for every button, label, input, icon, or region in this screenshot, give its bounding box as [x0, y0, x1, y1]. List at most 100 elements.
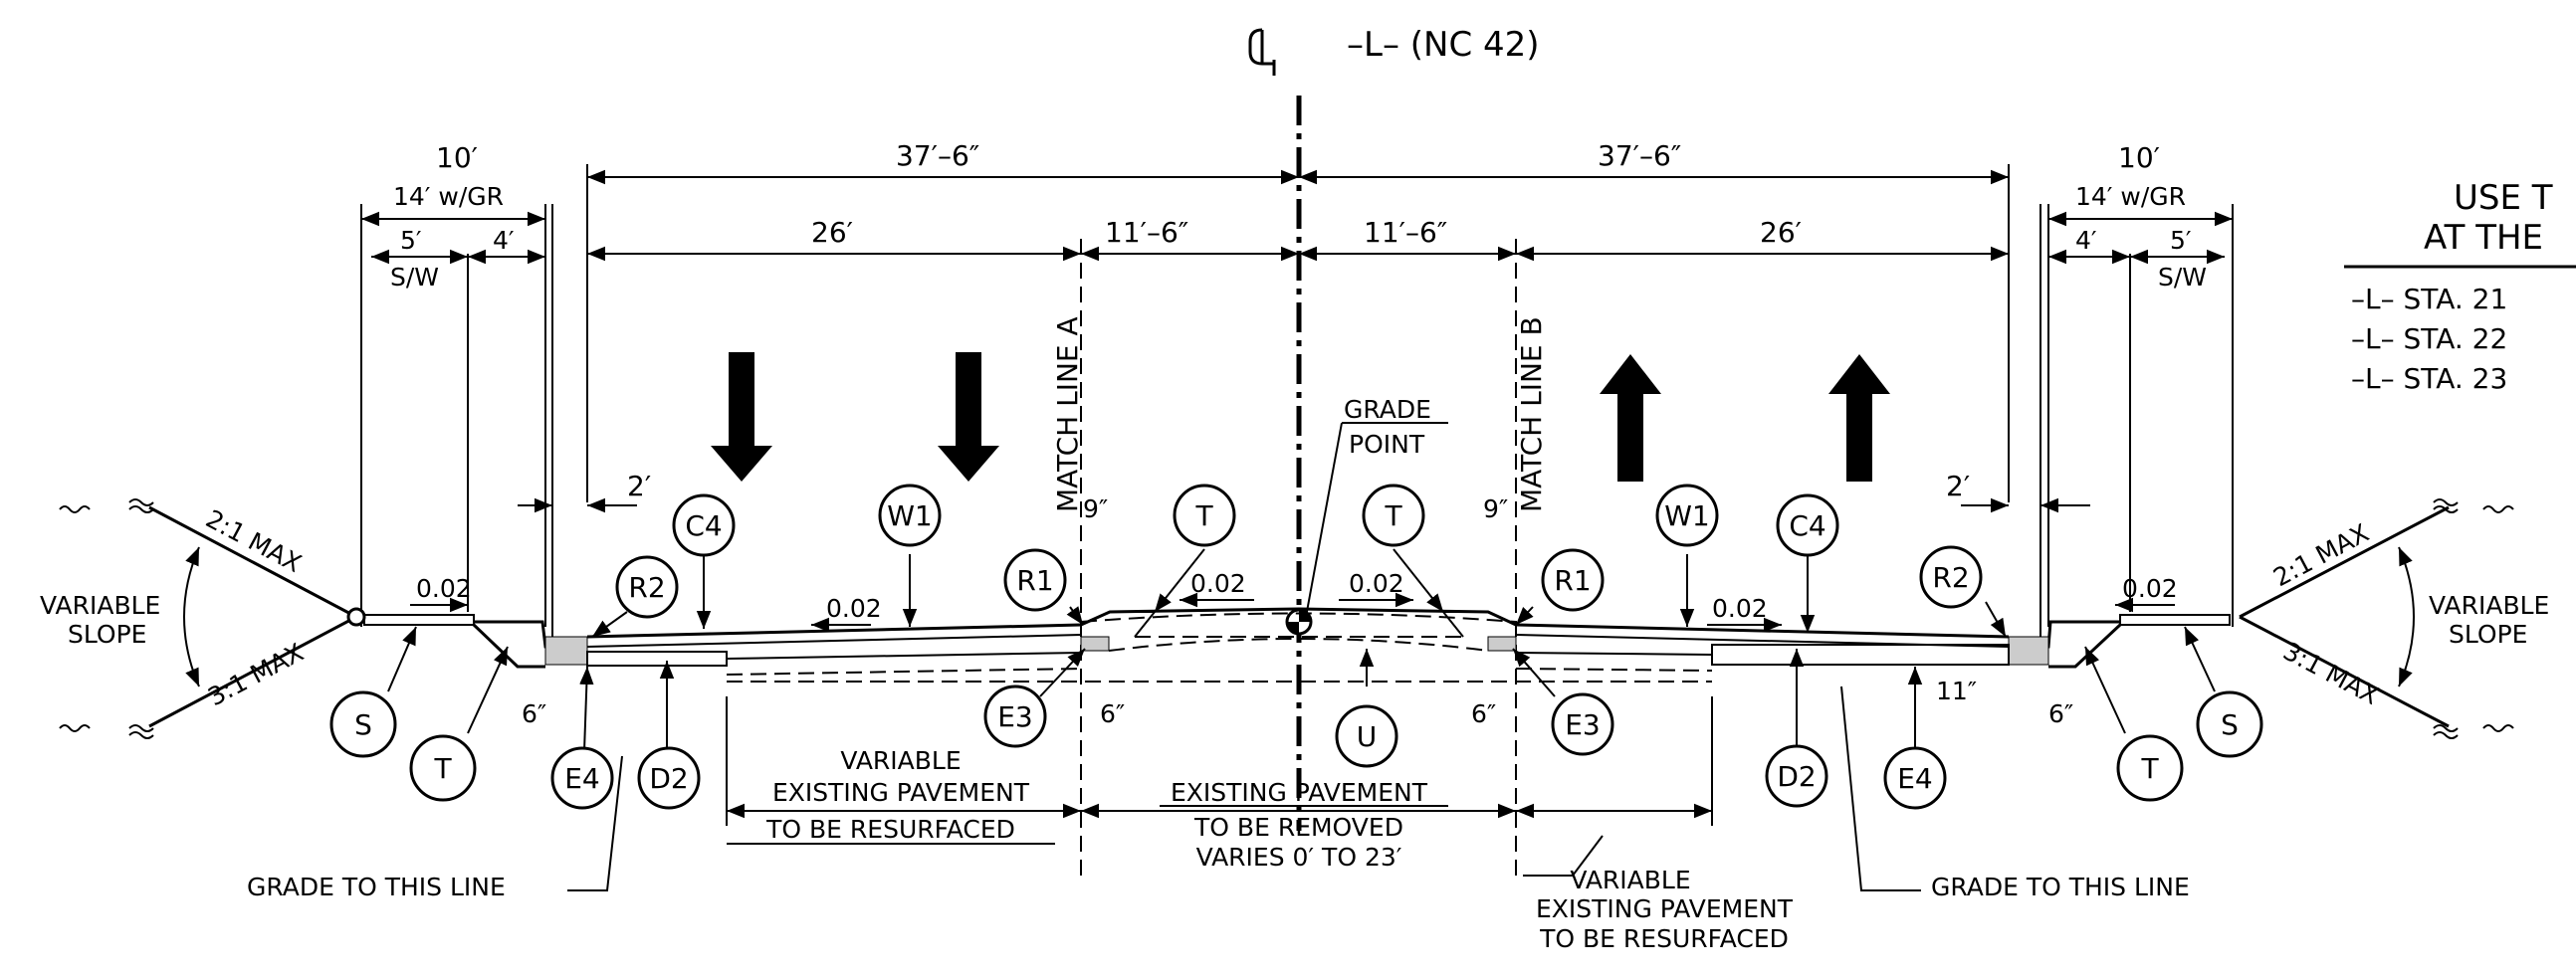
callout-t-right-top: T	[1362, 484, 1425, 547]
svg-text:R2: R2	[628, 571, 665, 604]
svg-text:T: T	[1384, 499, 1402, 532]
svg-text:T: T	[1194, 499, 1213, 532]
slope-left-lower: 3:1 MAX	[203, 638, 308, 711]
dim-gutter-left: 2′	[627, 470, 651, 502]
slope-5: 0.02	[1712, 594, 1768, 623]
svg-text:T: T	[2140, 752, 2159, 785]
direction-arrow-up-2	[1828, 354, 1890, 482]
dim-sw-right-4: 4′	[2075, 226, 2097, 255]
table-row-1: –L– STA. 21	[2351, 283, 2507, 315]
table-title-2: AT THE	[2424, 218, 2543, 258]
svg-text:E4: E4	[564, 762, 600, 795]
callout-leaders	[387, 548, 2216, 752]
sw-label-right: S/W	[2158, 263, 2207, 292]
extension-lines	[360, 164, 2234, 876]
callout-r2-right: R2	[1919, 545, 1983, 609]
svg-text:R2: R2	[1932, 561, 1969, 594]
callout-r1-right: R1	[1541, 548, 1605, 612]
callout-e3-right: E3	[1551, 692, 1614, 756]
callout-t-right-bot: T	[2116, 734, 2184, 802]
grade-point-line2: POINT	[1349, 430, 1425, 459]
match-line-a: MATCH LINE A	[1051, 316, 1084, 512]
note-var-right-3: TO BE RESURFACED	[1539, 924, 1789, 953]
callout-u: U	[1335, 704, 1398, 768]
slope-1: 0.02	[416, 574, 472, 603]
svg-text:C4: C4	[1789, 509, 1825, 542]
dim-six-1: 6″	[522, 699, 546, 728]
dim-six-3: 6″	[1471, 699, 1496, 728]
svg-text:W1: W1	[887, 499, 933, 532]
svg-text:E3: E3	[997, 700, 1033, 733]
svg-text:R1: R1	[1554, 564, 1591, 597]
callout-s-right: S	[2196, 690, 2263, 758]
svg-text:E4: E4	[1897, 762, 1933, 795]
match-line-b: MATCH LINE B	[1515, 316, 1548, 512]
centerline-label: –L– (NC 42)	[1347, 25, 1540, 65]
callout-c4-left: C4	[672, 493, 736, 557]
callout-t-left-top: T	[1173, 484, 1236, 547]
callout-w1-right: W1	[1655, 484, 1719, 547]
centerline-symbol	[1248, 28, 1276, 76]
callout-d2-right: D2	[1765, 744, 1828, 808]
variable-slope-right-1: VARIABLE	[2429, 591, 2549, 620]
table-row-3: –L– STA. 23	[2351, 362, 2507, 395]
note-var-left-2: EXISTING PAVEMENT	[772, 778, 1030, 807]
slope-left-upper: 2:1 MAX	[201, 504, 306, 578]
grade-point-line1: GRADE	[1344, 395, 1431, 424]
note-grade-left: GRADE TO THIS LINE	[247, 873, 506, 901]
dim-eleven: 11″	[1936, 677, 1977, 705]
dim-nine-right: 9″	[1483, 494, 1508, 523]
dim-six-4: 6″	[2048, 699, 2073, 728]
note-exist-2: TO BE REMOVED	[1193, 813, 1403, 842]
note-var-left-3: TO BE RESURFACED	[765, 815, 1015, 844]
dim-shoulder-right: 10′	[2118, 141, 2160, 174]
svg-text:S: S	[354, 708, 372, 741]
note-var-right-1: VARIABLE	[1570, 866, 1690, 894]
direction-arrow-down-1	[711, 352, 772, 482]
slope-4: 0.02	[1349, 569, 1404, 598]
dim-sw-right-5: 5′	[2170, 226, 2192, 255]
variable-slope-left-1: VARIABLE	[40, 591, 160, 620]
note-var-left-1: VARIABLE	[840, 746, 961, 775]
slope-6: 0.02	[2122, 574, 2178, 603]
svg-text:D2: D2	[649, 762, 688, 795]
dim-shoulder-right-gr: 14′ w/GR	[2075, 182, 2186, 211]
note-var-right-2: EXISTING PAVEMENT	[1536, 894, 1794, 923]
dim-lanes-left: 26′	[811, 216, 853, 249]
variable-slope-right-2: SLOPE	[2449, 620, 2527, 649]
dim-lanes-right: 26′	[1760, 216, 1802, 249]
dim-gutter-right: 2′	[1946, 470, 1970, 502]
dim-half-right: 37′–6″	[1598, 139, 1681, 172]
dim-nine-left: 9″	[1083, 494, 1108, 523]
svg-text:T: T	[433, 752, 452, 785]
callout-e4-right: E4	[1883, 746, 1947, 810]
note-exist-1: EXISTING PAVEMENT	[1171, 778, 1428, 807]
dim-shoulder-left: 10′	[436, 141, 478, 174]
svg-text:E3: E3	[1565, 708, 1601, 741]
dim-shoulder-left-gr: 14′ w/GR	[393, 182, 504, 211]
variable-slope-left-2: SLOPE	[68, 620, 146, 649]
dim-sw-left-5: 5′	[400, 226, 422, 255]
table-title-1: USE T	[2454, 178, 2553, 218]
sw-label-left: S/W	[390, 263, 439, 292]
dimension-lines	[361, 169, 2233, 513]
dim-inner-right: 11′–6″	[1364, 216, 1447, 249]
dim-six-2: 6″	[1100, 699, 1125, 728]
note-exist-3: VARIES 0′ TO 23′	[1196, 843, 1402, 872]
svg-text:C4: C4	[685, 509, 722, 542]
svg-text:R1: R1	[1016, 564, 1053, 597]
callout-e3-left: E3	[983, 685, 1047, 748]
callout-r1-left: R1	[1003, 548, 1067, 612]
table-row-2: –L– STA. 22	[2351, 322, 2507, 355]
svg-text:D2: D2	[1777, 760, 1816, 793]
slope-3: 0.02	[1190, 569, 1246, 598]
direction-arrow-up-1	[1600, 354, 1661, 482]
callout-c4-right: C4	[1776, 493, 1839, 557]
callout-s-left: S	[329, 690, 397, 758]
slope-2: 0.02	[826, 594, 882, 623]
dim-sw-left-4: 4′	[493, 226, 515, 255]
dim-inner-left: 11′–6″	[1105, 216, 1188, 249]
callout-t-left-bot: T	[409, 734, 477, 802]
svg-text:S: S	[2221, 708, 2239, 741]
